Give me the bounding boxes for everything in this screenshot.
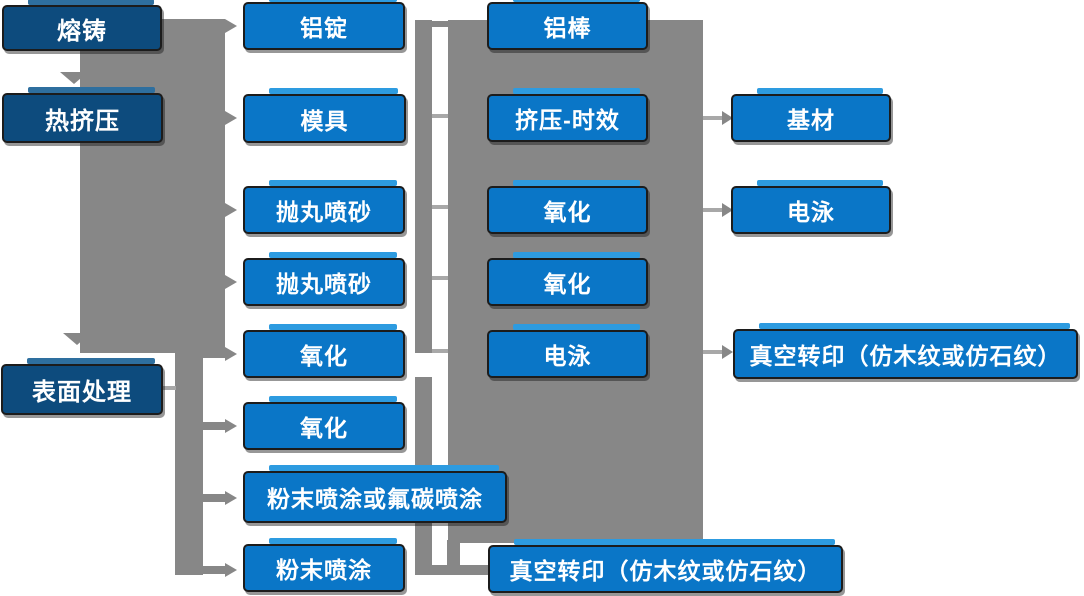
arrow-to-yanghua1-icon bbox=[225, 347, 237, 361]
node-lvding: 铝锭 bbox=[243, 0, 405, 50]
node-label: 热挤压 bbox=[45, 107, 120, 135]
node-muju: 模具 bbox=[243, 88, 406, 143]
connector-mid-stub-row2 bbox=[432, 114, 448, 118]
node-fenmo-or-futan: 粉末喷涂或氟碳喷涂 bbox=[243, 465, 507, 523]
node-label: 氧化 bbox=[300, 343, 348, 369]
node-label: 铝锭 bbox=[300, 15, 348, 41]
node-biaomian: 表面处理 bbox=[1, 358, 163, 415]
node-label: 真空转印（仿木纹或仿石纹） bbox=[509, 558, 822, 584]
connector-stub-fenmo bbox=[203, 566, 225, 574]
node-label: 真空转印（仿木纹或仿石纹） bbox=[749, 343, 1062, 369]
connector-mid-bar-top bbox=[415, 20, 432, 353]
node-dianyong1: 电泳 bbox=[487, 324, 648, 378]
node-paowan2: 抛丸喷砂 bbox=[243, 252, 405, 306]
connector-mid-stub-row1 bbox=[432, 21, 448, 27]
node-jicai: 基材 bbox=[731, 88, 891, 142]
node-label: 粉末喷涂或氟碳喷涂 bbox=[267, 486, 483, 512]
node-label: 粉末喷涂 bbox=[276, 557, 372, 583]
connector-stub-yanghua1 bbox=[203, 350, 225, 358]
node-jiya-shixiao: 挤压-时效 bbox=[487, 88, 648, 142]
arrow-to-fenmo-icon bbox=[225, 563, 237, 577]
connector-mid-stub-row3 bbox=[432, 205, 448, 209]
connector-line-jicai bbox=[703, 116, 723, 120]
connector-bottom-link bbox=[432, 565, 490, 575]
node-label: 电泳 bbox=[543, 343, 592, 369]
connector-line-dianyong2 bbox=[703, 208, 723, 212]
connector-left-bar bbox=[175, 353, 203, 575]
node-label: 氧化 bbox=[300, 415, 348, 441]
arrow-down-to-rejiya-icon bbox=[60, 72, 88, 84]
node-fenmo: 粉末喷涂 bbox=[243, 538, 405, 592]
node-label: 抛丸喷砂 bbox=[276, 199, 372, 225]
node-label: 基材 bbox=[787, 107, 835, 133]
arrow-to-paowan2-icon bbox=[225, 275, 237, 289]
arrow-to-muju-icon bbox=[225, 111, 237, 125]
node-yanghua2: 氧化 bbox=[243, 396, 405, 450]
arrow-to-fenmo-futan-icon bbox=[225, 491, 237, 505]
node-label: 挤压-时效 bbox=[515, 107, 620, 133]
arrow-to-yanghua2-icon bbox=[225, 419, 237, 433]
node-label: 熔铸 bbox=[57, 17, 107, 45]
arrow-to-zhenkong2-icon bbox=[722, 345, 733, 359]
node-lvbang: 铝棒 bbox=[487, 0, 648, 50]
node-label: 抛丸喷砂 bbox=[276, 271, 372, 297]
node-dianyong2: 电泳 bbox=[731, 180, 891, 234]
arrow-down-to-biaomian-icon bbox=[63, 333, 91, 345]
node-yanghua4: 氧化 bbox=[487, 252, 648, 306]
arrow-to-dianyong2-icon bbox=[722, 203, 733, 217]
node-rejiya: 热挤压 bbox=[2, 87, 163, 143]
connector-mid-stub-row4 bbox=[432, 276, 448, 280]
node-label: 氧化 bbox=[543, 271, 592, 297]
arrow-to-jicai-icon bbox=[722, 111, 733, 125]
node-label: 铝棒 bbox=[543, 15, 592, 41]
node-yanghua1: 氧化 bbox=[243, 324, 405, 378]
node-label: 氧化 bbox=[543, 199, 592, 225]
connector-biaomian-link bbox=[163, 386, 176, 390]
connector-line-zhenkong2 bbox=[703, 350, 723, 354]
node-label: 表面处理 bbox=[32, 379, 132, 406]
connector-mid-stub-row5 bbox=[432, 349, 448, 353]
connector-stub-fenmo-futan bbox=[203, 494, 225, 502]
connector-stub-yanghua2 bbox=[203, 422, 225, 430]
node-paowan1: 抛丸喷砂 bbox=[243, 180, 405, 234]
node-rongzhu: 熔铸 bbox=[2, 0, 162, 51]
node-label: 电泳 bbox=[787, 199, 835, 225]
node-yanghua3: 氧化 bbox=[487, 180, 648, 234]
node-zhenkong1: 真空转印（仿木纹或仿石纹） bbox=[488, 539, 843, 593]
node-zhenkong2: 真空转印（仿木纹或仿石纹） bbox=[733, 323, 1078, 379]
node-label: 模具 bbox=[300, 107, 349, 134]
arrow-to-lvding-icon bbox=[225, 19, 237, 33]
arrow-to-paowan1-icon bbox=[225, 203, 237, 217]
connector-left-block bbox=[80, 19, 225, 353]
